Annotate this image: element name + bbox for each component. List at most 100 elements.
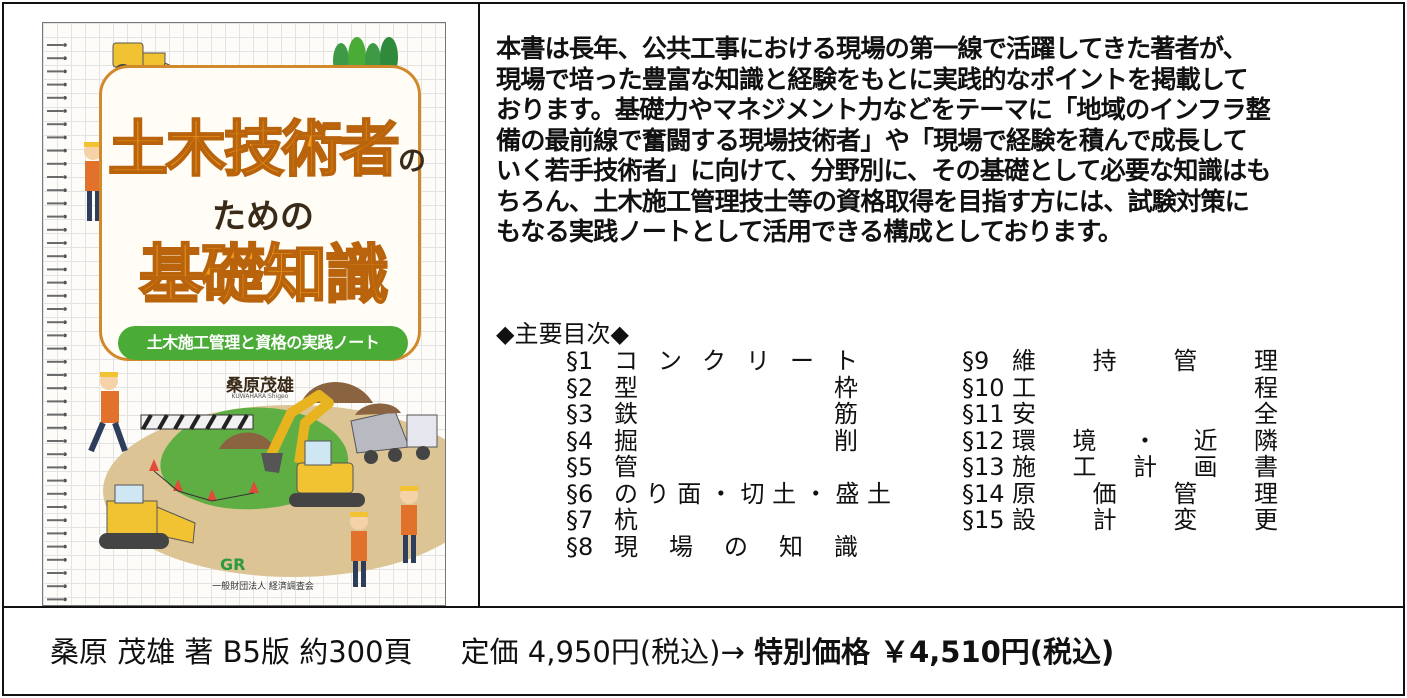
book-cover: 土木技術者の ための 基礎知識 土木施工管理と資格の実践ノート 桑原茂雄 KUW… bbox=[42, 22, 446, 606]
spiral-hole bbox=[63, 228, 67, 232]
description-line: いく若手技術者」に向けて、分野別に、その基礎として必要な知識はも bbox=[496, 156, 1271, 185]
spiral-hole bbox=[63, 558, 67, 562]
toc-item-title: 工 程 bbox=[1012, 373, 1278, 402]
book-description: 本書は長年、公共工事における現場の第一線で活躍してきた著者が、現場で培った豊富な… bbox=[496, 34, 1396, 248]
special-price: 特別価格 ￥4,510円(税込) bbox=[753, 635, 1115, 669]
toc-item: §7 杭 bbox=[566, 507, 858, 534]
toc-item-title: 施 工 計 画 書 bbox=[1012, 453, 1278, 481]
spiral-hole bbox=[63, 122, 67, 126]
cover-author: 桑原茂雄 bbox=[226, 376, 294, 396]
book-subtitle: 土木施工管理と資格の実践ノート bbox=[118, 326, 408, 360]
description-cell: 本書は長年、公共工事における現場の第一線で活躍してきた著者が、現場で培った豊富な… bbox=[482, 4, 1403, 608]
spiral-hole bbox=[63, 254, 67, 258]
construction-illustration bbox=[84, 37, 445, 587]
spiral-hole bbox=[63, 399, 67, 404]
spiral-hole bbox=[63, 96, 67, 100]
toc-item: §1 コ ン ク リ ー ト bbox=[566, 348, 858, 375]
description-line: もなる実践ノートとして活用できる構成としております。 bbox=[496, 217, 1123, 246]
toc-item-title: 現 場 の 知 識 bbox=[614, 532, 858, 561]
toc-heading: ◆主要目次◆ bbox=[496, 320, 629, 348]
toc-item-number: §7 bbox=[566, 506, 594, 534]
spiral-hole bbox=[63, 82, 67, 87]
spiral-hole bbox=[63, 544, 67, 549]
title-panel: 土木技術者の ための 基礎知識 土木施工管理と資格の実践ノート bbox=[99, 65, 426, 361]
spiral-hole bbox=[63, 294, 67, 298]
spiral-hole bbox=[63, 571, 67, 575]
spiral-hole bbox=[63, 135, 67, 140]
spiral-hole bbox=[63, 148, 67, 153]
spiral-hole bbox=[63, 412, 67, 417]
toc-item-number: §6 bbox=[566, 479, 594, 508]
spiral-hole bbox=[63, 201, 67, 206]
spiral-hole bbox=[63, 43, 67, 47]
spiral-hole bbox=[63, 426, 67, 430]
toc-item-title: 杭 bbox=[614, 506, 638, 534]
worker-icon bbox=[84, 142, 102, 221]
toc-item: §2 型 枠 bbox=[566, 373, 858, 402]
toc-item-number: §9 bbox=[962, 347, 990, 375]
price-line: 桑原 茂雄 著 B5版 約300頁定価 4,950円(税込)→ 特別価格 ￥4,… bbox=[50, 632, 1114, 672]
book-title-main: 土木技術者の bbox=[107, 115, 427, 185]
spiral-hole bbox=[63, 267, 67, 272]
worker-icon bbox=[400, 486, 418, 563]
spiral-hole bbox=[63, 241, 67, 245]
spiral-hole bbox=[63, 386, 67, 391]
spiral-hole bbox=[63, 162, 67, 166]
spiral-hole bbox=[63, 584, 67, 588]
barrier-fence-icon bbox=[140, 414, 254, 430]
toc-item-number: §14 bbox=[962, 479, 1005, 508]
price-row: 桑原 茂雄 著 B5版 約300頁定価 4,950円(税込)→ 特別価格 ￥4,… bbox=[4, 610, 1403, 696]
traffic-cones-icon bbox=[149, 459, 259, 502]
toc-item-title: 掘 削 bbox=[614, 426, 858, 455]
worker-icon bbox=[350, 512, 368, 587]
worker-icon bbox=[88, 372, 128, 453]
toc-item-number: §5 bbox=[566, 453, 594, 481]
publisher-logo-icon: GR bbox=[220, 555, 246, 574]
toc-item-title: 維 持 管 理 bbox=[1012, 347, 1278, 375]
spiral-hole bbox=[63, 214, 67, 219]
spiral-hole bbox=[63, 492, 67, 496]
book-title-big: 基礎知識 bbox=[138, 239, 390, 313]
excavator-icon bbox=[261, 390, 365, 507]
spiral-hole bbox=[63, 452, 67, 457]
toc-item-title: 型 枠 bbox=[614, 373, 858, 402]
spiral-binding bbox=[47, 43, 67, 602]
spiral-hole bbox=[63, 373, 67, 377]
spiral-hole bbox=[63, 478, 67, 483]
description-line: ちろん、土木施工管理技士等の資格取得を目指す方には、試験対策に bbox=[496, 186, 1250, 216]
toc-item-number: §2 bbox=[566, 373, 594, 402]
spiral-hole bbox=[63, 360, 67, 364]
toc-item-title: 安 全 bbox=[1012, 400, 1278, 428]
toc-item-number: §1 bbox=[566, 347, 594, 375]
spiral-hole bbox=[63, 439, 67, 443]
book-title-mid: ための bbox=[212, 197, 314, 237]
top-row: 土木技術者の ための 基礎知識 土木施工管理と資格の実践ノート 桑原茂雄 KUW… bbox=[4, 4, 1403, 608]
toc-item: §4 掘 削 bbox=[566, 426, 858, 455]
list-price: 定価 4,950円(税込)→ bbox=[460, 635, 745, 669]
description-line: 現場で培った豊富な知識と経験をもとに実践的なポイントを掲載して bbox=[496, 64, 1249, 94]
spiral-hole bbox=[63, 518, 67, 522]
spiral-hole bbox=[63, 307, 67, 311]
spiral-hole bbox=[63, 56, 67, 60]
spiral-hole bbox=[63, 320, 67, 325]
spiral-hole bbox=[63, 531, 67, 536]
spiral-hole bbox=[63, 188, 67, 192]
toc-item-number: §4 bbox=[566, 426, 594, 455]
cover-author-romaji: KUWAHARA Shigeo bbox=[231, 393, 289, 400]
toc-item-number: §13 bbox=[962, 453, 1005, 481]
spiral-hole bbox=[63, 333, 67, 338]
toc-item-title: コ ン ク リ ー ト bbox=[614, 347, 858, 375]
toc-item-title: 設 計 変 更 bbox=[1012, 506, 1278, 534]
toc-item-number: §11 bbox=[962, 400, 1005, 428]
toc-item-number: §15 bbox=[962, 506, 1005, 534]
book-title-no: の bbox=[398, 144, 427, 177]
spiral-hole bbox=[63, 597, 67, 602]
